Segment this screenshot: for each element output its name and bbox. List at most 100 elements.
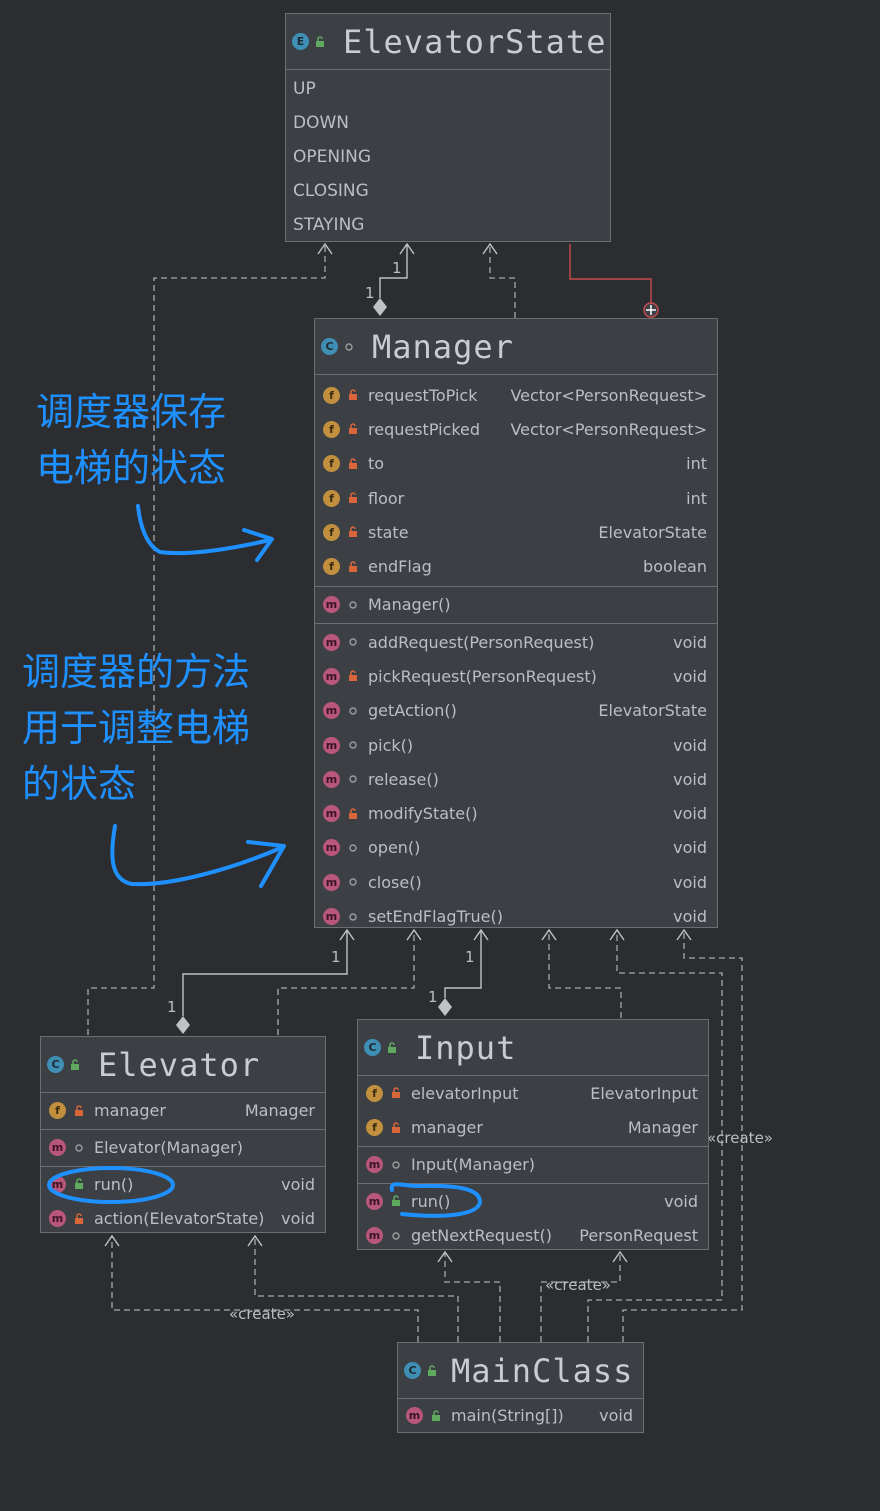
- member-type: int: [686, 454, 707, 474]
- enum-constant: DOWN: [293, 113, 349, 133]
- package-visibility-icon: [72, 1141, 86, 1155]
- dep-main-elevator-1: [111, 1236, 419, 1342]
- method-icon: m: [323, 596, 340, 613]
- private-lock-icon: [346, 560, 360, 574]
- member-type: PersonRequest: [579, 1226, 698, 1246]
- elevatorstate-header: E ElevatorState: [286, 14, 610, 70]
- comp-elevator-manager: [182, 930, 348, 1016]
- method-icon: m: [366, 1156, 383, 1173]
- member-name: Input(Manager): [411, 1155, 536, 1174]
- private-lock-icon: [346, 491, 360, 505]
- elevator-header: C Elevator: [41, 1037, 325, 1093]
- method-icon: m: [323, 633, 340, 651]
- member-name: to: [368, 454, 385, 474]
- member-name: manager: [94, 1101, 166, 1120]
- field-icon: f: [323, 523, 340, 541]
- enum-icon: E: [292, 33, 309, 50]
- private-lock-icon: [346, 525, 360, 539]
- member-name: Elevator(Manager): [94, 1138, 243, 1157]
- member-name: floor: [368, 488, 405, 508]
- package-visibility-icon: [346, 635, 360, 649]
- dep-input-manager: [548, 930, 622, 1018]
- private-lock-icon: [346, 388, 360, 402]
- private-lock-icon: [346, 669, 360, 683]
- dep-main-manager-2: [587, 930, 723, 1342]
- private-lock-icon: [389, 1086, 403, 1100]
- member-name: Manager(): [368, 595, 451, 614]
- private-lock-icon: [72, 1104, 86, 1118]
- class-title: Elevator: [98, 1045, 261, 1084]
- methods-annotation: 调度器的方法 用于调整电梯 的状态: [22, 650, 251, 806]
- method-icon: m: [323, 873, 340, 891]
- member-type: void: [673, 735, 707, 755]
- field-icon: f: [323, 455, 340, 473]
- public-lock-icon: [429, 1409, 443, 1423]
- field-icon: f: [323, 489, 340, 507]
- member-type: ElevatorState: [598, 522, 707, 542]
- create-stereotype-label: «create»: [707, 1129, 773, 1147]
- field-row[interactable]: f to int: [315, 447, 717, 481]
- method-icon: m: [323, 805, 340, 823]
- field-icon: f: [323, 386, 340, 404]
- class-icon: C: [321, 338, 338, 355]
- input-header: C Input: [358, 1020, 708, 1076]
- field-icon: f: [366, 1084, 383, 1102]
- private-lock-icon: [346, 457, 360, 471]
- create-stereotype-label: «create»: [545, 1276, 611, 1294]
- method-row[interactable]: m run() void: [358, 1184, 708, 1219]
- member-type: void: [664, 1191, 698, 1211]
- member-type: void: [673, 632, 707, 652]
- package-visibility-icon: [346, 910, 360, 924]
- multiplicity-label: 1: [331, 948, 341, 966]
- public-lock-icon: [72, 1177, 86, 1191]
- constructor-row[interactable]: m Manager(): [315, 587, 717, 622]
- elevatorstate-class-box[interactable]: E ElevatorState UP DOWN OPENING CLOSING …: [285, 13, 611, 242]
- member-name: run(): [411, 1191, 451, 1211]
- method-icon: m: [323, 839, 340, 857]
- member-name: pickRequest(PersonRequest): [368, 666, 597, 686]
- public-lock-icon: [68, 1058, 82, 1072]
- method-icon: m: [323, 770, 340, 788]
- member-type: void: [673, 907, 707, 927]
- member-type: void: [673, 838, 707, 858]
- method-icon: m: [49, 1175, 66, 1193]
- constructor-row[interactable]: m Input(Manager): [358, 1147, 708, 1182]
- package-visibility-icon: [389, 1229, 403, 1243]
- multiplicity-label: 1: [167, 998, 177, 1016]
- member-name: setEndFlagTrue(): [368, 907, 503, 927]
- private-lock-icon: [346, 807, 360, 821]
- member-name: elevatorInput: [411, 1083, 519, 1103]
- comp-input-manager: [444, 930, 482, 998]
- member-name: close(): [368, 872, 422, 892]
- method-icon: m: [323, 736, 340, 754]
- method-icon: m: [406, 1407, 423, 1424]
- method-icon: m: [366, 1192, 383, 1210]
